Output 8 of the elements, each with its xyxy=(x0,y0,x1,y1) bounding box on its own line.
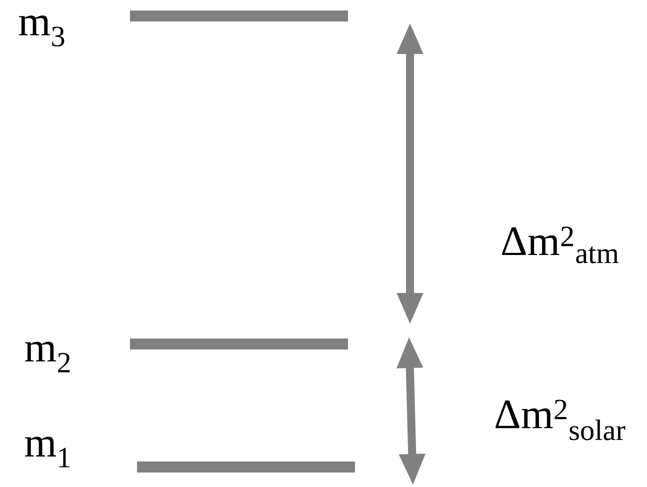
energy-level-bar xyxy=(130,338,348,350)
splitting-label: Δm$^{2}$$_{atm}$ xyxy=(502,226,619,264)
level-label: m$_{2}$ xyxy=(25,342,70,372)
energy-level-bar xyxy=(137,461,355,472)
splitting-label: Δm$^{2}$solar xyxy=(496,400,626,440)
level-label: m$_{3}$ xyxy=(19,16,64,46)
level-label: m$_{1}$ xyxy=(25,436,70,468)
energy-level-bar xyxy=(130,10,348,22)
